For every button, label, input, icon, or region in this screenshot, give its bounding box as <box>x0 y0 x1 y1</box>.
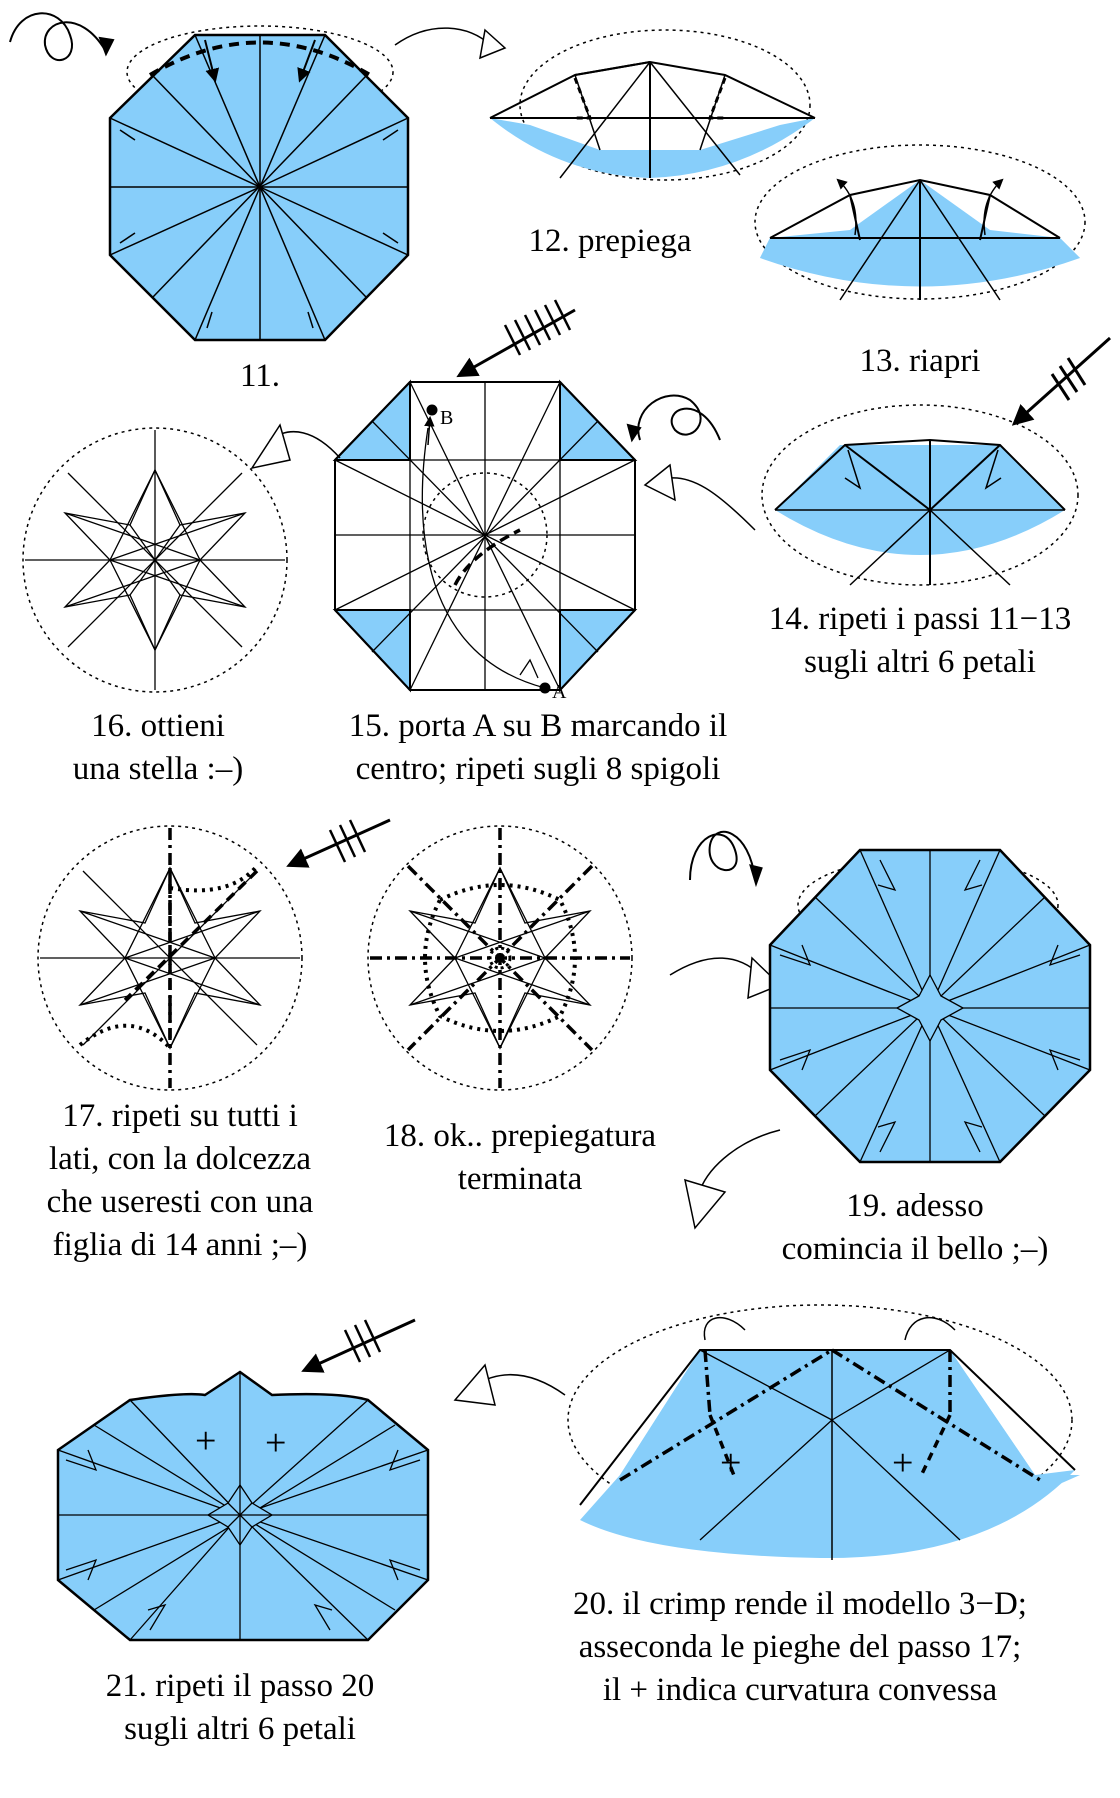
paper-fill <box>490 118 815 178</box>
step-15-diagram <box>332 299 638 694</box>
step-18-diagram <box>367 825 633 1091</box>
flip-arrow <box>659 477 756 531</box>
down-arrow <box>699 1129 781 1191</box>
step-14-diagram <box>626 336 1112 586</box>
arrow-right-2 <box>669 957 761 976</box>
step-17-caption: 17. ripeti su tutti i lati, con la dolce… <box>46 1098 314 1263</box>
plus-sign: + <box>265 1422 287 1464</box>
plus-sign: + <box>892 1442 914 1484</box>
step-21-caption: 21. ripeti il passo 20 sugli altri 6 pet… <box>105 1668 375 1747</box>
step-12-diagram <box>394 27 816 181</box>
step-20-caption: 20. il crimp rende il modello 3−D; assec… <box>573 1586 1027 1708</box>
step-15-caption: 15. porta A su B marcando il centro; rip… <box>348 708 728 787</box>
step-19-diagram <box>669 830 1092 1230</box>
step-13-diagram <box>754 144 1086 301</box>
point-b-label: B <box>440 407 454 429</box>
repeat-arrow <box>1011 336 1112 426</box>
step-16-diagram <box>22 423 341 693</box>
arrow-right <box>394 27 491 46</box>
step-16-caption: 16. ottieni una stella :–) <box>72 708 244 787</box>
step-14-caption: 14. ripeti i passi 11−13 sugli altri 6 p… <box>768 601 1072 680</box>
step-17-diagram <box>37 818 391 1091</box>
fold-path-arrow <box>421 427 546 689</box>
step-21-diagram <box>56 1318 430 1642</box>
plus-sign: + <box>195 1420 217 1462</box>
repeat-arrow-long <box>456 308 576 378</box>
point-a-dot <box>539 682 551 694</box>
turn-over-symbol <box>637 394 721 441</box>
flip-over-symbol <box>9 12 106 62</box>
step-11-caption: 11. <box>239 358 281 394</box>
plus-sign: + <box>720 1442 742 1484</box>
point-a-label: A <box>552 681 567 703</box>
step-13-caption: 13. riapri <box>859 343 981 379</box>
step-20-diagram <box>453 1304 1080 1560</box>
step-19-caption: 19. adesso comincia il bello ;–) <box>781 1188 1049 1267</box>
step-12-caption: 12. prepiega <box>528 223 692 259</box>
point-b-dot <box>426 404 438 416</box>
step-11-diagram <box>9 12 410 342</box>
step-18-caption: 18. ok.. prepiegatura terminata <box>383 1118 657 1197</box>
